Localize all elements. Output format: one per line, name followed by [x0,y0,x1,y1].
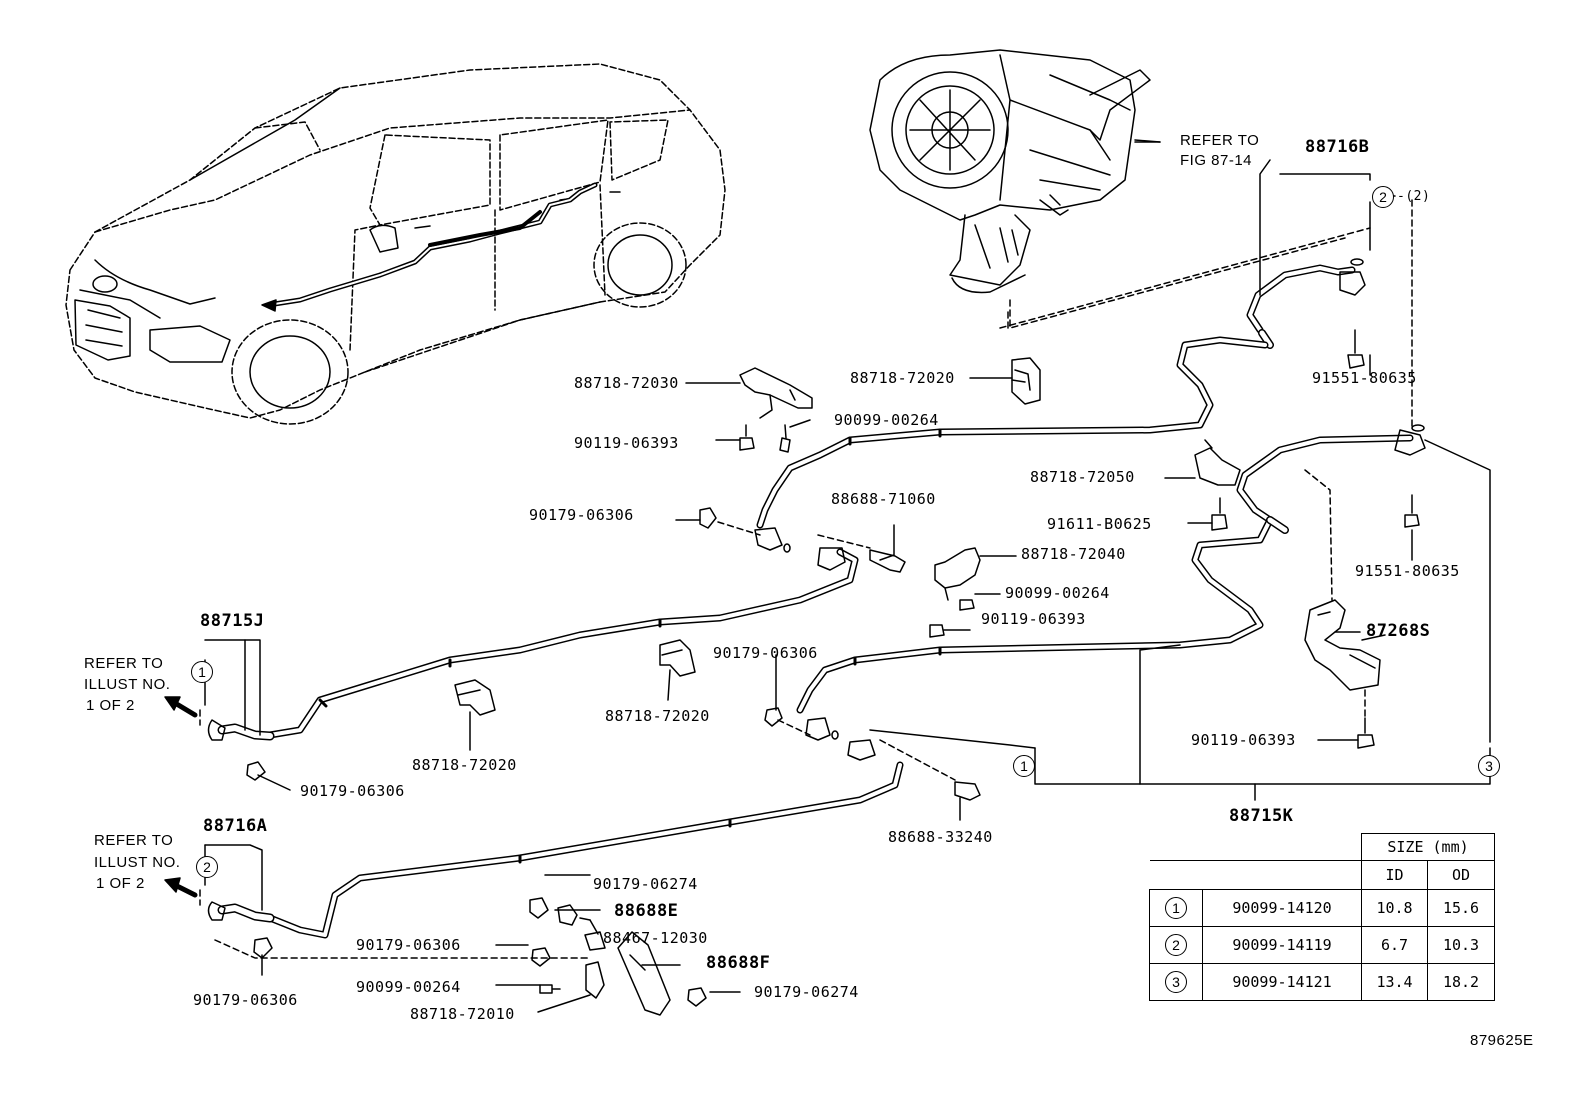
row-od: 10.3 [1427,926,1495,964]
row-od: 18.2 [1427,963,1495,1001]
refer-fig-line2: FIG 87-14 [1180,152,1253,169]
marker-1-right: 1 [1013,755,1035,777]
refer-illust2-line3: 1 OF 2 [96,875,145,892]
refer-illust1-line2: ILLUST NO. [84,676,171,693]
small-parts [246,329,1420,1016]
callout-91551-80635-b: 91551-80635 [1355,562,1460,580]
refer-illust1-line3: 1 OF 2 [86,697,135,714]
vehicle-illustration [65,63,726,425]
callout-88716A: 88716A [203,816,268,836]
callout-88715K: 88715K [1229,806,1294,826]
refer-arrows [164,696,198,898]
refer-illust2-line2: ILLUST NO. [94,854,181,871]
heater-unit-illustration [869,49,1161,294]
callout-88718-72010: 88718-72010 [410,1005,515,1023]
callout-90119-06393-a: 90119-06393 [574,434,679,452]
row-marker: 3 [1165,971,1187,993]
callout-90179-06274-a: 90179-06274 [593,875,698,893]
marker-2-top: 2 [1372,186,1394,208]
callout-88718-72020-c: 88718-72020 [605,707,710,725]
callout-88718-72020-b: 88718-72020 [412,756,517,774]
row-marker: 2 [1165,934,1187,956]
col-id-header: ID [1361,860,1428,890]
callout-88467-12030: 88467-12030 [603,929,708,947]
row-part: 90099-14120 [1202,889,1362,927]
row-id: 6.7 [1361,926,1428,964]
callout-90099-00264-b: 90099-00264 [1005,584,1110,602]
callout-88688-33240: 88688-33240 [888,828,993,846]
callout-87268S: 87268S [1366,621,1431,641]
callout-88688-71060: 88688-71060 [831,490,936,508]
figure-id: 879625E [1470,1032,1534,1049]
marker-2-left: 2 [196,856,218,878]
callout-88718-72050: 88718-72050 [1030,468,1135,486]
row-od: 15.6 [1427,889,1495,927]
callout-88718-72020-a: 88718-72020 [850,369,955,387]
callout-90099-00264-a: 90099-00264 [834,411,939,429]
table-blank-cell [1149,833,1362,861]
callout-88688F: 88688F [706,953,771,973]
callout-91611-B0625: 91611-B0625 [1047,515,1152,533]
callout-90179-06306-b: 90179-06306 [300,782,405,800]
callout-90179-06306-d: 90179-06306 [356,936,461,954]
pipe-middle [207,527,859,741]
row-id: 10.8 [1361,889,1428,927]
callout-2-note: -(2) [1397,189,1431,204]
dashed-lines [199,199,1413,959]
callout-90179-06306-a: 90179-06306 [529,506,634,524]
pipe-88715K [756,336,1426,714]
table-blank-cell [1149,860,1362,890]
row-part: 90099-14121 [1202,963,1362,1001]
callout-88715J: 88715J [200,611,265,631]
marker-1-left: 1 [191,661,213,683]
callout-90179-06306-e: 90179-06306 [193,991,298,1009]
table-row: 3 90099-14121 13.4 18.2 [1149,963,1495,1001]
row-marker: 1 [1165,897,1187,919]
refer-illust1-line1: REFER TO [84,655,164,672]
callout-91551-80635-a: 91551-80635 [1312,369,1417,387]
row-part: 90099-14119 [1202,926,1362,964]
refer-illust2-line1: REFER TO [94,832,174,849]
refer-fig-line1: REFER TO [1180,132,1260,149]
callout-90179-06274-b: 90179-06274 [754,983,859,1001]
callout-90179-06306-c: 90179-06306 [713,644,818,662]
pipe-88716B [1246,258,1366,349]
table-row: 2 90099-14119 6.7 10.3 [1149,926,1495,964]
callout-90119-06393-c: 90119-06393 [1191,731,1296,749]
callout-88718-72040: 88718-72040 [1021,545,1126,563]
callout-90119-06393-b: 90119-06393 [981,610,1086,628]
callout-88716B: 88716B [1305,137,1370,157]
hose-size-table: SIZE (mm) ID OD 1 90099-14120 10.8 15.6 … [1149,833,1495,1001]
row-id: 13.4 [1361,963,1428,1001]
pipe-lower-middle [207,717,904,939]
callout-88718-72030: 88718-72030 [574,374,679,392]
callout-88688E: 88688E [614,901,679,921]
callout-90099-00264-c: 90099-00264 [356,978,461,996]
table-row: 1 90099-14120 10.8 15.6 [1149,889,1495,927]
size-header: SIZE (mm) [1361,833,1495,861]
marker-3-right: 3 [1478,755,1500,777]
col-od-header: OD [1427,860,1495,890]
